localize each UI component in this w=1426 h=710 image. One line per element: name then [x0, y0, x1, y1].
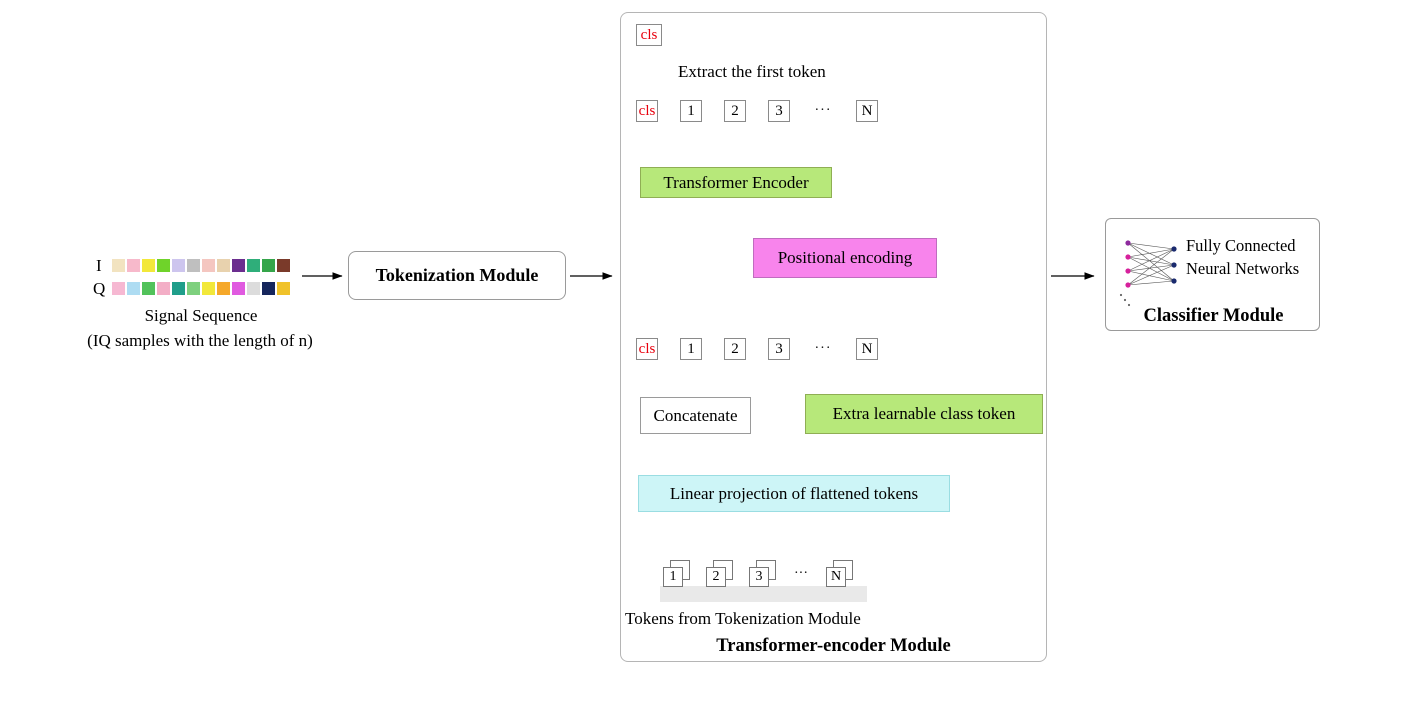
classifier-module-title: Classifier Module — [1143, 306, 1284, 326]
token-2: 2 — [724, 100, 746, 122]
tokens-shadow-strip — [660, 586, 867, 602]
signal-square — [157, 259, 170, 272]
signal-square — [217, 282, 230, 295]
positional-encoding-label: Positional encoding — [777, 248, 913, 267]
classifier-caption: Fully Connected Neural Networks — [1186, 234, 1299, 280]
linear-projection-box: Linear projection of flattened tokens — [638, 475, 950, 512]
tokens-caption: Tokens from Tokenization Module — [625, 609, 861, 628]
signal-square — [127, 282, 140, 295]
token-n: N — [856, 338, 878, 360]
signal-caption-line2: (IQ samples with the length of n) — [87, 331, 313, 350]
signal-square — [187, 259, 200, 272]
tokenization-module-box: Tokenization Module — [348, 251, 566, 300]
signal-square — [277, 259, 290, 272]
signal-square — [202, 259, 215, 272]
signal-square — [277, 282, 290, 295]
stacked-token-1: 1 — [663, 560, 690, 587]
signal-square — [112, 282, 125, 295]
signal-square — [262, 282, 275, 295]
token-ellipsis: ··· — [814, 103, 832, 118]
signal-square — [127, 259, 140, 272]
concatenate-box: Concatenate — [640, 397, 751, 434]
signal-square — [232, 282, 245, 295]
signal-square — [247, 259, 260, 272]
q-squares — [112, 282, 290, 295]
signal-caption-line1: Signal Sequence — [144, 306, 258, 325]
signal-square — [157, 282, 170, 295]
cls-token: cls — [636, 100, 658, 122]
extract-first-token-label: Extract the first token — [678, 62, 826, 81]
signal-square — [142, 282, 155, 295]
transformer-encoder-label: Transformer Encoder — [663, 172, 809, 192]
classifier-caption-line1: Fully Connected — [1186, 236, 1296, 255]
neural-network-icon — [1119, 240, 1177, 307]
i-squares — [112, 259, 290, 272]
classifier-module-box: Fully Connected Neural Networks Classifi… — [1105, 218, 1320, 331]
signal-square — [247, 282, 260, 295]
signal-square — [262, 259, 275, 272]
stacked-token-3: 3 — [749, 560, 776, 587]
input-tokens-row: 1 2 3 ··· N — [663, 560, 853, 587]
token-3: 3 — [768, 100, 790, 122]
token-2: 2 — [724, 338, 746, 360]
token-1: 1 — [680, 338, 702, 360]
transformer-encoder-module-title: Transformer-encoder Module — [716, 636, 951, 656]
extra-class-token-label: Extra learnable class token — [832, 404, 1016, 423]
token-ellipsis: ··· — [814, 341, 832, 356]
linear-projection-label: Linear projection of flattened tokens — [669, 483, 919, 503]
signal-square — [187, 282, 200, 295]
signal-square — [172, 259, 185, 272]
cls-token-output: cls — [636, 24, 662, 46]
stacked-token-n: N — [826, 560, 853, 587]
cls-token: cls — [636, 338, 658, 360]
token-front: N — [826, 567, 846, 587]
stacked-token-2: 2 — [706, 560, 733, 587]
transformer-encoder-box: Transformer Encoder — [640, 167, 832, 198]
token-n: N — [856, 100, 878, 122]
signal-square — [217, 259, 230, 272]
encoder-output-token-row: cls 1 2 3 ··· N — [636, 100, 878, 122]
positional-encoding-box: Positional encoding — [753, 238, 937, 278]
token-3: 3 — [768, 338, 790, 360]
token-front: 2 — [706, 567, 726, 587]
signal-square — [202, 282, 215, 295]
concatenated-token-row: cls 1 2 3 ··· N — [636, 338, 878, 360]
token-front: 1 — [663, 567, 683, 587]
signal-square — [112, 259, 125, 272]
signal-square — [232, 259, 245, 272]
q-row-label: Q — [93, 279, 106, 298]
extra-class-token-box: Extra learnable class token — [805, 394, 1043, 434]
stacked-token-ellipsis: ··· — [794, 565, 808, 581]
signal-square — [172, 282, 185, 295]
token-front: 3 — [749, 567, 769, 587]
token-1: 1 — [680, 100, 702, 122]
classifier-caption-line2: Neural Networks — [1186, 259, 1300, 278]
i-row-label: I — [96, 256, 102, 275]
concatenate-label: Concatenate — [653, 405, 738, 425]
signal-square — [142, 259, 155, 272]
tokenization-module-label: Tokenization Module — [375, 265, 539, 285]
